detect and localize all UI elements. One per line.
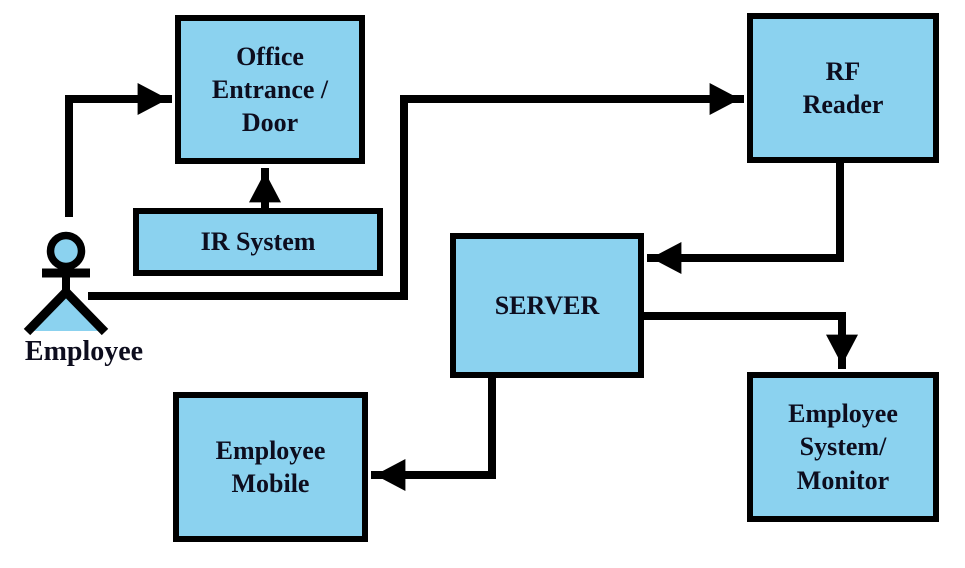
actor-head (46, 231, 86, 271)
node-server-label: SERVER (494, 290, 600, 320)
edge-server-to-mobile (371, 374, 496, 491)
node-server: SERVER (450, 233, 644, 378)
node-employee-mobile: Employee Mobile (173, 392, 368, 542)
node-employee-system-monitor-label: Employee System/ Monitor (788, 399, 898, 495)
node-rf-reader-label: RF Reader (802, 56, 884, 119)
node-office-entrance-door: Office Entrance / Door (175, 15, 365, 164)
node-ir-system: IR System (133, 208, 383, 276)
edge-rf-reader-to-server (647, 159, 844, 274)
node-employee-system-monitor: Employee System/ Monitor (747, 372, 939, 522)
edge-employee-to-office (65, 83, 172, 217)
node-rf-reader: RF Reader (747, 13, 939, 163)
employee-actor-label: Employee (24, 336, 144, 367)
node-office-entrance-door-label: Office Entrance / Door (211, 41, 329, 138)
actor-legs (23, 285, 109, 336)
employee-actor-icon (23, 231, 109, 336)
actor-body-triangle (31, 294, 101, 331)
edge-employee-to-rf-reader (88, 83, 744, 300)
node-ir-system-label: IR System (200, 227, 316, 257)
edge-server-to-monitor (640, 312, 858, 369)
node-employee-mobile-label: Employee Mobile (215, 435, 326, 498)
